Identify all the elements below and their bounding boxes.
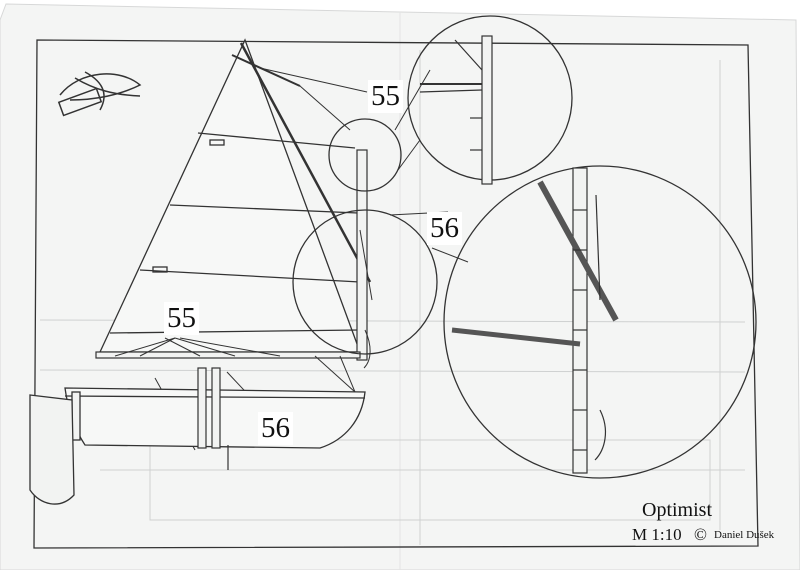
- detail-circle-small-top: [328, 118, 402, 192]
- detail-top-contents: [419, 35, 493, 185]
- drawing-border: [33, 39, 759, 549]
- knot-logo: [57, 71, 142, 117]
- boom: [95, 351, 361, 359]
- drawing-author: Daniel Dušek: [714, 529, 775, 541]
- detail-right-contents: [451, 167, 619, 474]
- callout-55-left: 55: [164, 302, 199, 335]
- drawing-scale: M 1:10: [632, 525, 682, 544]
- detail-circle-large-right: [443, 165, 757, 479]
- detail-circle-small-mid: [292, 209, 438, 355]
- copyright-mark: ©: [694, 525, 707, 544]
- rudder: [29, 394, 75, 505]
- callout-55-top: 55: [368, 80, 403, 113]
- callout-56-right: 56: [427, 212, 462, 245]
- detail-mid-contents: [359, 229, 373, 369]
- drawing-title: Optimist: [642, 499, 713, 521]
- callout-56-bottom: 56: [258, 412, 293, 445]
- daggerboard: [197, 367, 229, 470]
- mast: [356, 149, 368, 361]
- sail: [98, 38, 372, 353]
